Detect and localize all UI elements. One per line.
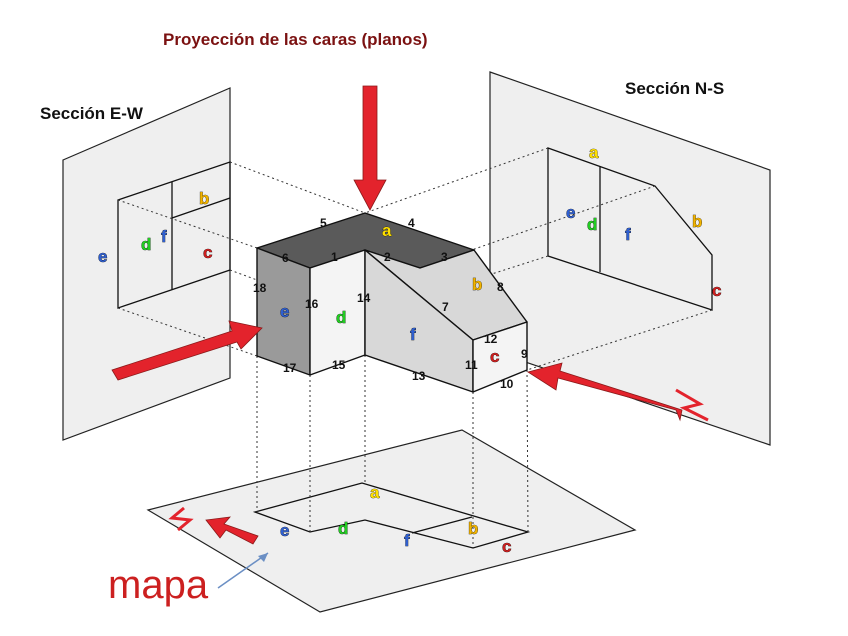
diagram-title: Proyección de las caras (planos) <box>163 30 428 49</box>
vertex-9: 9 <box>521 347 528 361</box>
map-face-b: b <box>468 519 478 538</box>
ns-face-f: f <box>625 225 631 244</box>
map-face-f: f <box>404 531 410 550</box>
north-marker-map <box>168 506 194 532</box>
vertex-2: 2 <box>384 250 391 264</box>
block-face-c: c <box>490 347 499 366</box>
ns-face-b: b <box>692 212 702 231</box>
map-plane <box>146 429 637 613</box>
ns-section-plane <box>489 71 771 446</box>
arrow-map <box>205 516 259 545</box>
ns-face-c: c <box>712 281 721 300</box>
arrow-east <box>527 362 683 422</box>
map-label: mapa <box>108 563 209 607</box>
block-face-f: f <box>410 325 416 344</box>
ew-face-c: c <box>203 243 212 262</box>
map-face-a: a <box>370 483 380 502</box>
map-face-e: e <box>280 521 289 540</box>
vertex-7: 7 <box>442 300 449 314</box>
face-c-front <box>472 321 528 393</box>
ew-face-d: d <box>141 235 151 254</box>
ew-face-e: e <box>98 247 107 266</box>
arrow-top <box>353 85 387 211</box>
section-ns-label: Sección N-S <box>625 79 724 98</box>
block-face-e: e <box>280 302 289 321</box>
vertex-14: 14 <box>357 291 371 305</box>
vertex-8: 8 <box>497 280 504 294</box>
mapa-pointer-head <box>258 553 268 562</box>
ew-face-b: b <box>199 189 209 208</box>
map-face-c: c <box>502 537 511 556</box>
vertex-11: 11 <box>465 358 478 372</box>
vertex-5: 5 <box>320 216 327 230</box>
vertex-17: 17 <box>283 361 297 375</box>
block-face-b: b <box>472 275 482 294</box>
vertex-6: 6 <box>282 251 289 265</box>
arrow-west <box>111 320 263 381</box>
ew-section-plane <box>62 87 231 441</box>
vertex-10: 10 <box>500 377 514 391</box>
ns-face-a: a <box>589 143 599 162</box>
vertex-18: 18 <box>253 281 267 295</box>
ew-face-f: f <box>161 227 167 246</box>
ns-face-e: e <box>566 203 575 222</box>
arrows <box>111 85 683 545</box>
vertex-1: 1 <box>331 250 338 264</box>
map-face-d: d <box>338 519 348 538</box>
block-face-d: d <box>336 308 346 327</box>
vertex-13: 13 <box>412 369 426 383</box>
mapa-pointer <box>217 552 269 589</box>
vertex-12: 12 <box>484 332 498 346</box>
vertex-16: 16 <box>305 297 319 311</box>
section-ew-label: Sección E-W <box>40 104 144 123</box>
block-3d <box>256 212 528 393</box>
north-marker-east <box>675 388 709 422</box>
vertex-3: 3 <box>441 250 448 264</box>
ns-face-d: d <box>587 215 597 234</box>
block-face-a: a <box>382 221 392 240</box>
ns-projection <box>547 147 713 311</box>
vertex-4: 4 <box>408 216 415 230</box>
vertex-15: 15 <box>332 358 346 372</box>
